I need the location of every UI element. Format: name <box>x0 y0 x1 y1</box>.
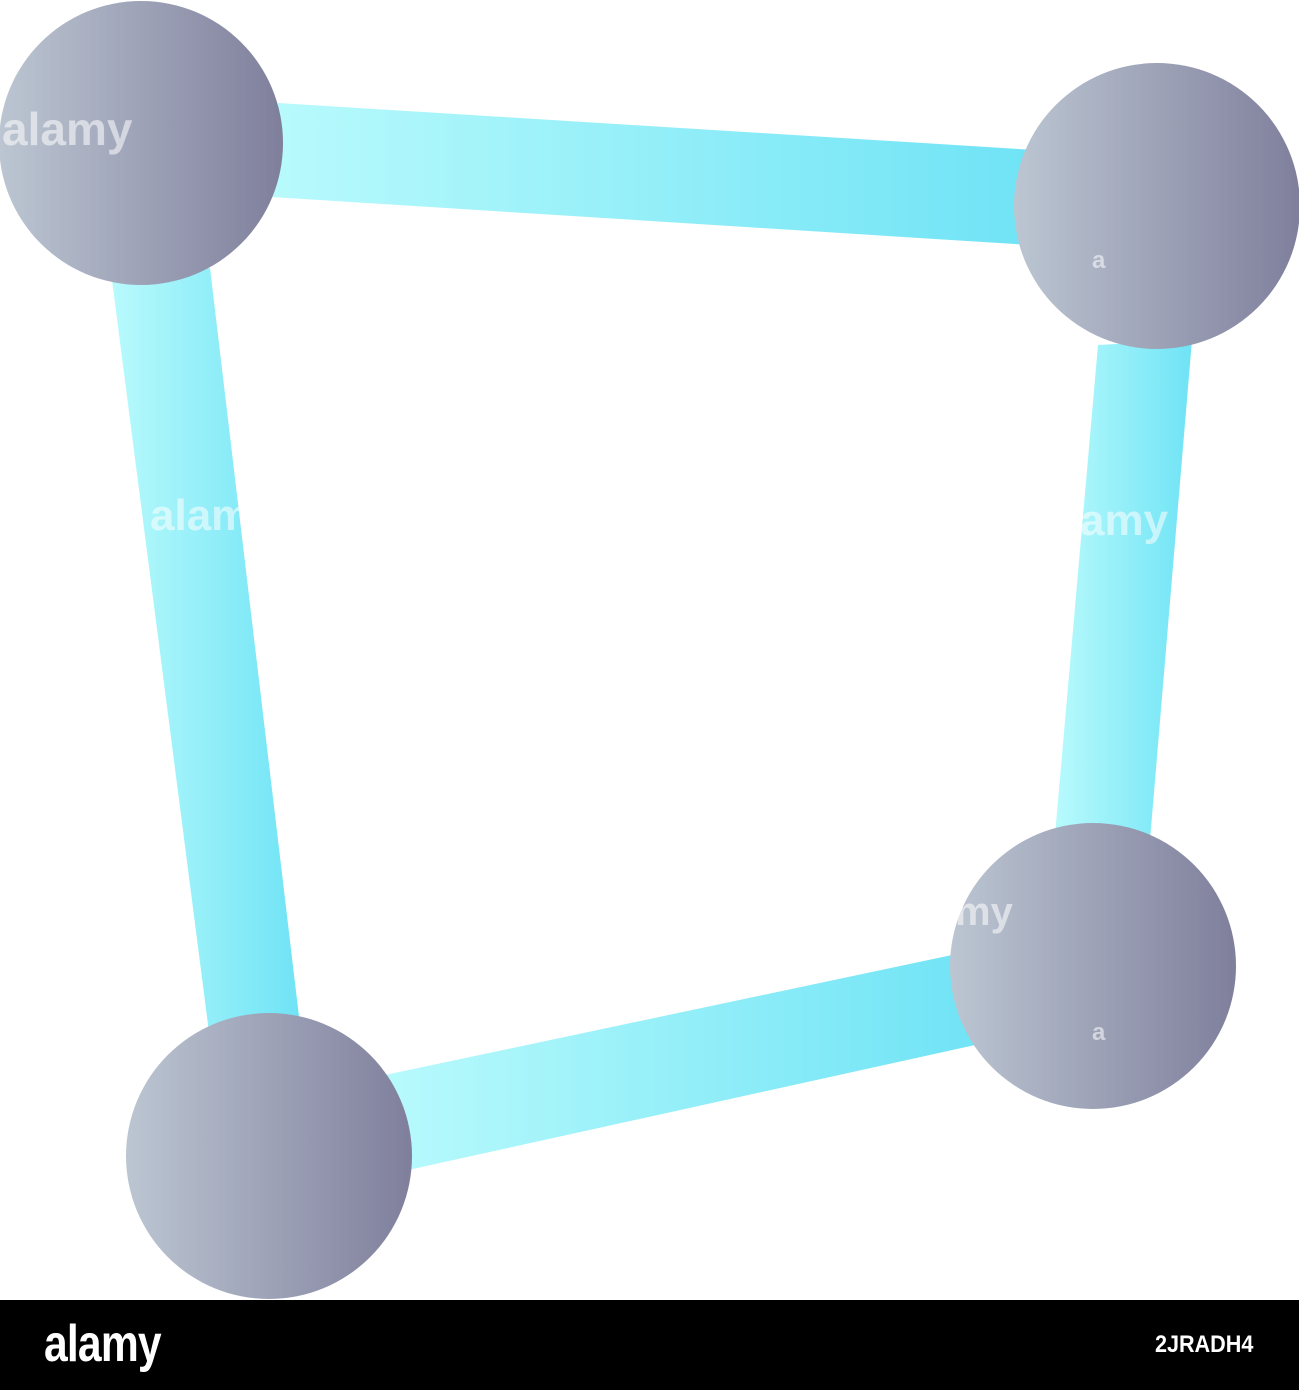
watermark-footer: alamy 2JRADH4 <box>0 1300 1299 1390</box>
watermark-fragment: my <box>955 890 1014 934</box>
watermark-fragment: alam <box>150 491 250 540</box>
icon-canvas: alamy alam amy my a a <box>0 0 1299 1300</box>
image-id-label: 2JRADH4 <box>1154 1331 1253 1358</box>
node-top-right <box>1014 63 1299 349</box>
watermark-fragment: alamy <box>2 103 133 155</box>
graph-quadrilateral-icon: alamy alam amy my a a <box>0 1 1299 1299</box>
node-top-left <box>0 1 283 285</box>
watermark-fragment: a <box>1092 1019 1106 1046</box>
edge-bottom <box>385 948 985 1170</box>
edge-right <box>1055 340 1192 840</box>
watermark-fragment: amy <box>1080 496 1169 545</box>
node-bottom-right <box>950 823 1236 1109</box>
alamy-logo: alamy <box>44 1315 162 1373</box>
edge-top <box>272 103 1035 245</box>
watermark-fragment: a <box>1092 247 1106 274</box>
edge-left <box>112 268 300 1040</box>
node-bottom-left <box>126 1013 412 1299</box>
